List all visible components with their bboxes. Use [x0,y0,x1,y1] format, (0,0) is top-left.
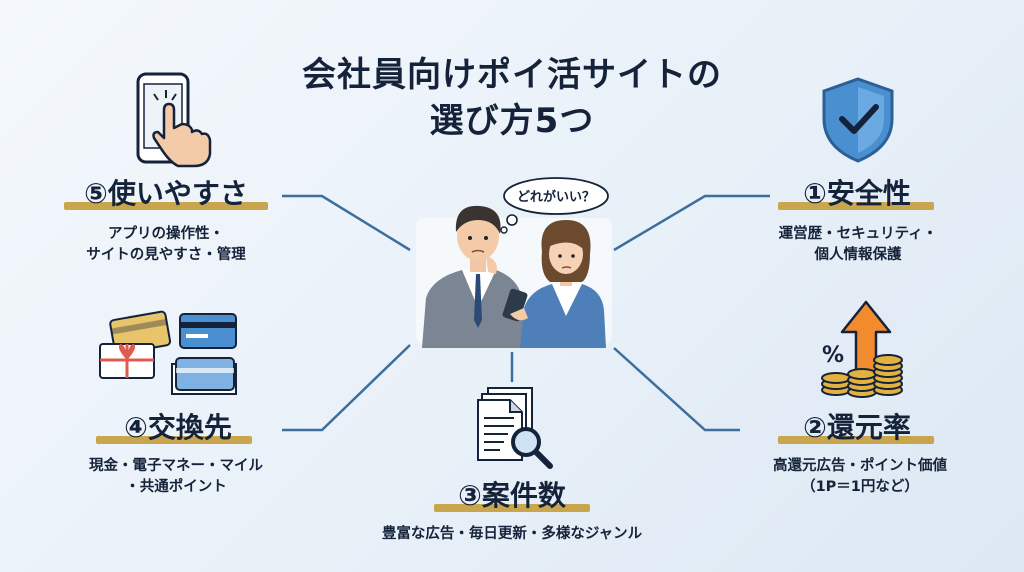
exchange-desc-line-2: ・共通ポイント [125,479,227,495]
shield-check-icon [822,77,894,163]
connector-usability [282,194,411,252]
safety-desc-line-1: 運営歴・セキュリティ・ [778,226,938,242]
exchange-desc-line-1: 現金・電子マネー・マイル [89,458,263,474]
campaigns-heading: ③案件数 [458,479,566,512]
exchange-block: ④交換先 [88,410,278,446]
usability-heading: ⑤使いやすさ [84,177,248,210]
svg-text:%: % [822,343,844,368]
return-rate-heading: ②還元率 [803,411,911,444]
documents-magnifier-icon [477,387,553,469]
campaigns-description: 豊富な広告・毎日更新・多様なジャンル [352,524,672,545]
speech-bubble-text: どれがいい？ [516,190,595,205]
safety-heading: ①安全性 [803,177,911,210]
safety-block: ①安全性 [762,176,966,212]
campaigns-desc-line-1: 豊富な広告・毎日更新・多様なジャンル [381,526,643,542]
return-rate-block: ②還元率 [762,410,966,446]
return-rate-description: 高還元広告・ポイント価値 （1P＝1円など） [740,456,980,498]
businesswoman-figure [520,220,606,348]
safety-description: 運営歴・セキュリティ・ 個人情報保護 [748,224,968,266]
usability-block: ⑤使いやすさ [56,176,276,212]
connector-return-rate [613,347,740,432]
smartphone-tap-icon [136,72,212,168]
usability-desc-line-2: サイトの見やすさ・管理 [86,247,246,263]
connector-safety [613,194,770,252]
campaigns-block: ③案件数 [412,478,612,514]
return-rate-desc-line-2: （1P＝1円など） [801,479,919,495]
businessman-figure [422,205,524,348]
page-title: 会社員向けポイ活サイトの 選び方5つ [262,52,762,144]
connector-exchange [282,344,411,432]
cards-gift-icon [99,310,237,395]
return-rate-desc-line-1: 高還元広告・ポイント価値 [773,458,947,474]
usability-description: アプリの操作性・ サイトの見やすさ・管理 [56,224,276,266]
coins-percent-arrow-icon: % [821,300,903,398]
safety-desc-line-2: 個人情報保護 [814,247,902,263]
title-line-1: 会社員向けポイ活サイトの [302,55,722,95]
exchange-heading: ④交換先 [124,411,232,444]
speech-bubble [500,177,609,234]
title-line-2: 選び方5つ [429,101,595,141]
people-illustration [416,205,612,348]
exchange-description: 現金・電子マネー・マイル ・共通ポイント [56,456,296,498]
usability-desc-line-1: アプリの操作性・ [108,226,224,242]
